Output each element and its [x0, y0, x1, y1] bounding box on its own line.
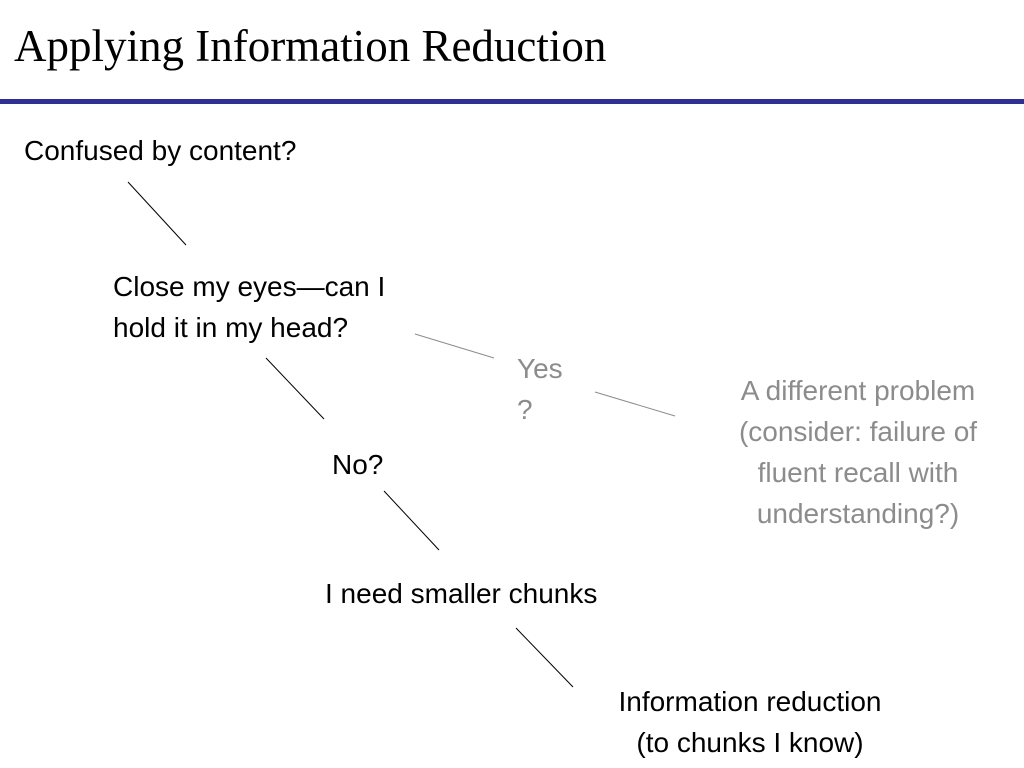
- node-text-line: hold it in my head?: [113, 312, 349, 343]
- node-text-line: (to chunks I know): [636, 727, 864, 758]
- connector-no-to-smaller-chunks: [383, 490, 440, 551]
- connector-close-eyes-to-no: [265, 357, 325, 420]
- node-confused-by-content: Confused by content?: [24, 130, 296, 171]
- node-text-line: understanding?): [756, 498, 960, 529]
- connector-confused-to-close-eyes: [127, 181, 187, 246]
- node-text-line: Close my eyes—can I: [113, 271, 386, 302]
- node-text-line: A different problem: [740, 375, 976, 406]
- node-text-line: ?: [517, 394, 533, 425]
- node-text-line: (consider: failure of: [738, 416, 978, 447]
- node-yes: Yes ?: [517, 348, 563, 430]
- node-text: I need smaller chunks: [325, 578, 598, 609]
- slide-title: Applying Information Reduction: [14, 21, 607, 71]
- node-smaller-chunks: I need smaller chunks: [325, 573, 597, 614]
- node-close-my-eyes: Close my eyes—can I hold it in my head?: [113, 266, 385, 348]
- connector-yes-to-different-problem: [594, 391, 676, 417]
- node-different-problem: A different problem (consider: failure o…: [700, 370, 1016, 534]
- connector-smaller-chunks-to-info-reduction: [515, 627, 574, 688]
- connector-close-eyes-to-yes: [414, 333, 495, 359]
- node-text-line: Information reduction: [618, 686, 882, 717]
- node-information-reduction: Information reduction (to chunks I know): [580, 681, 920, 763]
- node-no: No?: [332, 444, 383, 485]
- title-rule: [0, 99, 1024, 104]
- node-text-line: Yes: [517, 353, 563, 384]
- node-text-line: fluent recall with: [757, 457, 959, 488]
- node-text: Confused by content?: [24, 135, 297, 166]
- node-text: No?: [332, 449, 384, 480]
